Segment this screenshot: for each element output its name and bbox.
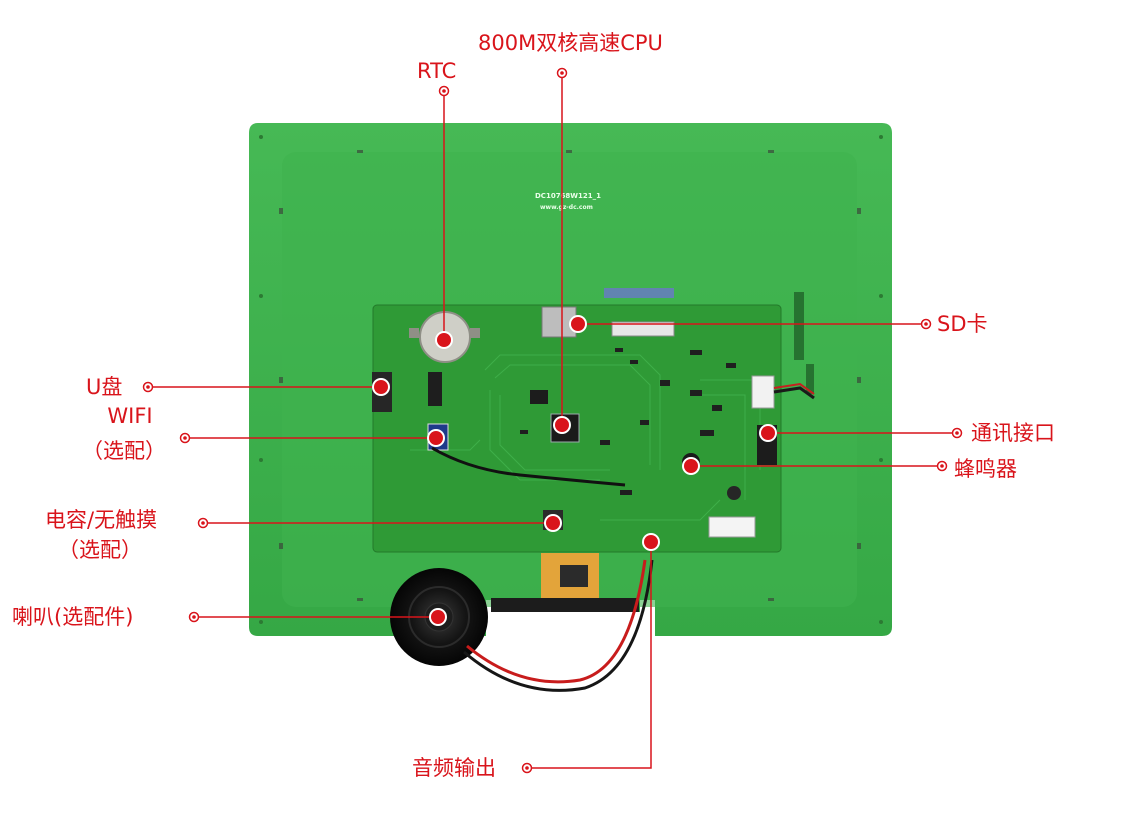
board-website-text: www.gz-dc.com — [540, 204, 593, 211]
audio-output-label: 音频输出 — [412, 756, 496, 780]
cpu-label: 800M双核高速CPU — [478, 31, 663, 55]
capacitor — [727, 486, 741, 500]
antenna-wire — [431, 446, 626, 487]
board-slot — [806, 364, 814, 394]
buzzer-label: 蜂鸣器 — [954, 457, 1017, 481]
speaker-wire-black — [463, 559, 654, 692]
wifi-optional-label: （选配） — [82, 439, 166, 463]
rivets — [279, 150, 861, 601]
touch-optional-label: （选配） — [58, 538, 142, 562]
speaker-wire-red — [466, 559, 647, 684]
callout-lines — [150, 73, 952, 769]
bottom-connector — [708, 516, 756, 538]
callout-markers — [372, 315, 777, 626]
speaker-label: 喇叭(选配件) — [12, 605, 134, 629]
white-connector — [751, 375, 775, 409]
smd-components — [520, 348, 736, 495]
ic-chip — [530, 390, 548, 404]
display-edge — [491, 598, 639, 612]
lcd-connector — [611, 321, 675, 337]
usb-drive-label: U盘 — [86, 375, 123, 399]
small-ic — [428, 372, 442, 406]
board-slot — [794, 292, 804, 360]
ribbon-cable — [604, 288, 674, 298]
sd-card-label: SD卡 — [937, 312, 988, 336]
board-model-text: DC10768W121_1 — [535, 192, 601, 200]
comm-interface-label: 通讯接口 — [971, 421, 1055, 445]
sd-slot — [541, 306, 577, 338]
mounting-holes — [259, 135, 883, 624]
wifi-label: WIFI — [107, 404, 153, 428]
rtc-label: RTC — [417, 59, 457, 83]
touch-label: 电容/无触摸 — [45, 508, 158, 532]
